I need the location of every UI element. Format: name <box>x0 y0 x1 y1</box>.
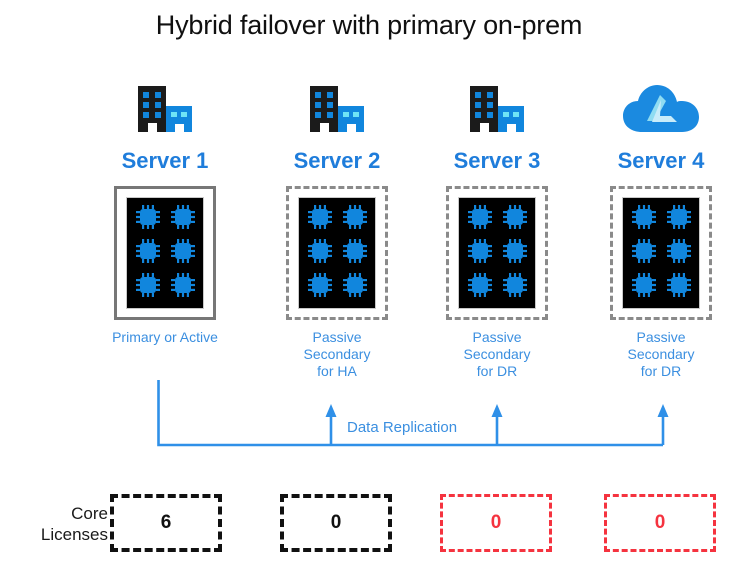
server-3-core-board <box>458 197 536 309</box>
server-3-icon-wrap <box>414 80 580 142</box>
cpu-chip-icon <box>467 272 493 303</box>
cpu-chip-icon <box>342 238 368 269</box>
role-line: for DR <box>640 363 682 379</box>
server-column-1: Server 1 Primary or Active <box>82 80 248 346</box>
on-prem-building-icon <box>466 84 528 139</box>
role-line: for HA <box>317 363 357 379</box>
server-2-chassis <box>286 186 388 320</box>
server-column-3: Server 3 Passive Secondary for DR <box>414 80 580 380</box>
data-replication-label: Data Replication <box>347 419 458 436</box>
core-license-value-server-3: 0 <box>440 494 552 552</box>
server-2-icon-wrap <box>254 80 420 142</box>
cpu-chip-icon <box>307 238 333 269</box>
replication-arrowhead-server-4 <box>657 404 669 417</box>
core-license-value-server-1: 6 <box>110 494 222 552</box>
core-license-value-server-4: 0 <box>604 494 716 552</box>
cpu-chip-icon <box>502 238 528 269</box>
role-line: Secondary <box>627 346 695 362</box>
cpu-chip-icon <box>307 204 333 235</box>
role-line: Passive <box>636 329 686 345</box>
cpu-chip-icon <box>631 238 657 269</box>
cpu-chip-icon <box>135 238 161 269</box>
core-licenses-label: Core Licenses <box>20 503 108 545</box>
role-line: Passive <box>312 329 362 345</box>
cpu-chip-icon <box>467 238 493 269</box>
server-2-title: Server 2 <box>293 148 381 173</box>
replication-arrowhead-server-2 <box>325 404 337 417</box>
server-1-icon-wrap <box>82 80 248 142</box>
server-1-core-board <box>126 197 204 309</box>
server-4-core-board <box>622 197 700 309</box>
server-4-title: Server 4 <box>617 148 705 173</box>
cpu-chip-icon <box>666 272 692 303</box>
server-column-4: Server 4 Passive Secondary for DR <box>578 80 738 380</box>
server-4-role: Passive Secondary for DR <box>578 329 738 380</box>
cpu-chip-icon <box>170 238 196 269</box>
role-line: Passive <box>472 329 522 345</box>
server-1-chassis <box>114 186 216 320</box>
cpu-chip-icon <box>502 272 528 303</box>
cpu-chip-icon <box>666 204 692 235</box>
cpu-chip-icon <box>307 272 333 303</box>
server-4-chassis <box>610 186 712 320</box>
cpu-chip-icon <box>170 204 196 235</box>
cpu-chip-icon <box>631 272 657 303</box>
cpu-chip-icon <box>135 272 161 303</box>
role-line: Secondary <box>303 346 371 362</box>
cpu-chip-icon <box>342 204 368 235</box>
replication-arrowhead-server-3 <box>491 404 503 417</box>
role-line: for DR <box>476 363 518 379</box>
on-prem-building-icon <box>134 84 196 139</box>
server-1-title: Server 1 <box>121 148 209 173</box>
cpu-chip-icon <box>170 272 196 303</box>
core-licenses-label-line-2: Licenses <box>40 525 108 544</box>
on-prem-building-icon <box>306 84 368 139</box>
core-license-value-server-2: 0 <box>280 494 392 552</box>
role-line: Secondary <box>463 346 531 362</box>
server-1-role: Primary or Active <box>82 329 248 346</box>
server-3-role: Passive Secondary for DR <box>414 329 580 380</box>
server-3-chassis <box>446 186 548 320</box>
cpu-chip-icon <box>135 204 161 235</box>
page-title: Hybrid failover with primary on-prem <box>155 10 583 40</box>
role-line: Primary or Active <box>112 329 218 345</box>
cpu-chip-icon <box>502 204 528 235</box>
server-3-title: Server 3 <box>453 148 541 173</box>
server-column-2: Server 2 Passive Secondary for HA <box>254 80 420 380</box>
cpu-chip-icon <box>467 204 493 235</box>
server-4-icon-wrap <box>578 80 738 142</box>
server-2-role: Passive Secondary for HA <box>254 329 420 380</box>
cpu-chip-icon <box>666 238 692 269</box>
core-licenses-label-line-1: Core <box>71 504 108 523</box>
cpu-chip-icon <box>631 204 657 235</box>
azure-cloud-icon <box>622 82 700 141</box>
server-2-core-board <box>298 197 376 309</box>
cpu-chip-icon <box>342 272 368 303</box>
